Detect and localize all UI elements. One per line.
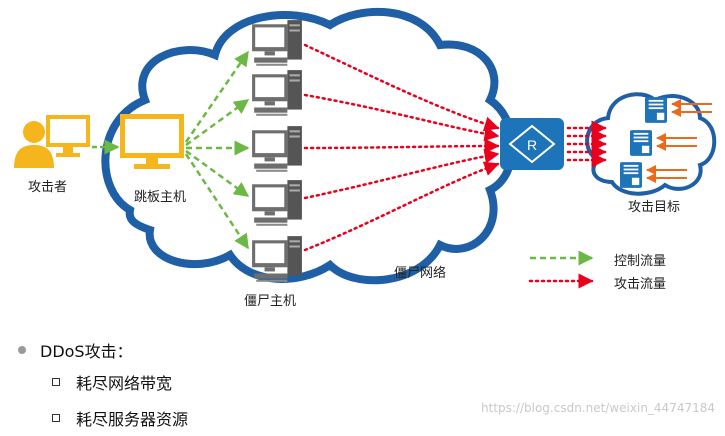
zombie-host-label: 僵尸主机 bbox=[244, 294, 297, 309]
router-icon: R bbox=[500, 118, 564, 170]
legend-attack-label: 攻击流量 bbox=[614, 277, 667, 292]
control-arrows bbox=[184, 50, 250, 250]
target-server-icon-3 bbox=[620, 162, 642, 188]
jump-host-icon bbox=[120, 114, 184, 169]
bullet-sub-2: 耗尽服务器资源 bbox=[52, 400, 188, 436]
zombie-pc-icon-2 bbox=[252, 70, 302, 116]
router-attack-arrows bbox=[566, 120, 607, 168]
zombie-network-label: 僵尸网络 bbox=[394, 266, 447, 281]
attack-arrows bbox=[303, 43, 500, 252]
bullet-square-icon bbox=[52, 378, 60, 386]
zombie-pc-icon-4 bbox=[252, 180, 302, 226]
bullet-main: DDoS攻击： bbox=[18, 336, 188, 364]
zombie-pc-icon-3 bbox=[252, 126, 302, 172]
target-label: 攻击目标 bbox=[628, 200, 681, 215]
zombie-pc-icon-5 bbox=[252, 236, 302, 282]
bullet-dot-icon bbox=[18, 346, 26, 354]
attacker-monitor-icon bbox=[46, 115, 90, 157]
attacker-person-icon bbox=[14, 121, 54, 168]
incoming-attack-arrows bbox=[646, 99, 712, 183]
zombie-pc-icon-1 bbox=[252, 20, 302, 66]
bullet-main-text: DDoS攻击： bbox=[40, 342, 133, 361]
router-letter: R bbox=[527, 137, 537, 153]
bullet-sub-text-1: 耗尽网络带宽 bbox=[76, 374, 173, 393]
legend-control-label: 控制流量 bbox=[614, 254, 667, 269]
watermark: https://blog.csdn.net/weixin_44747184 bbox=[480, 401, 715, 415]
bullet-square-icon bbox=[52, 414, 60, 422]
attacker-label: 攻击者 bbox=[28, 180, 68, 195]
ddos-bullet-list: DDoS攻击： 耗尽网络带宽 耗尽服务器资源 bbox=[18, 336, 188, 436]
bullet-sub-1: 耗尽网络带宽 bbox=[52, 364, 188, 400]
target-server-icon-1 bbox=[645, 97, 667, 123]
jump-host-label: 跳板主机 bbox=[134, 190, 187, 205]
target-server-icon-2 bbox=[630, 130, 652, 156]
bullet-sub-text-2: 耗尽服务器资源 bbox=[76, 410, 189, 429]
